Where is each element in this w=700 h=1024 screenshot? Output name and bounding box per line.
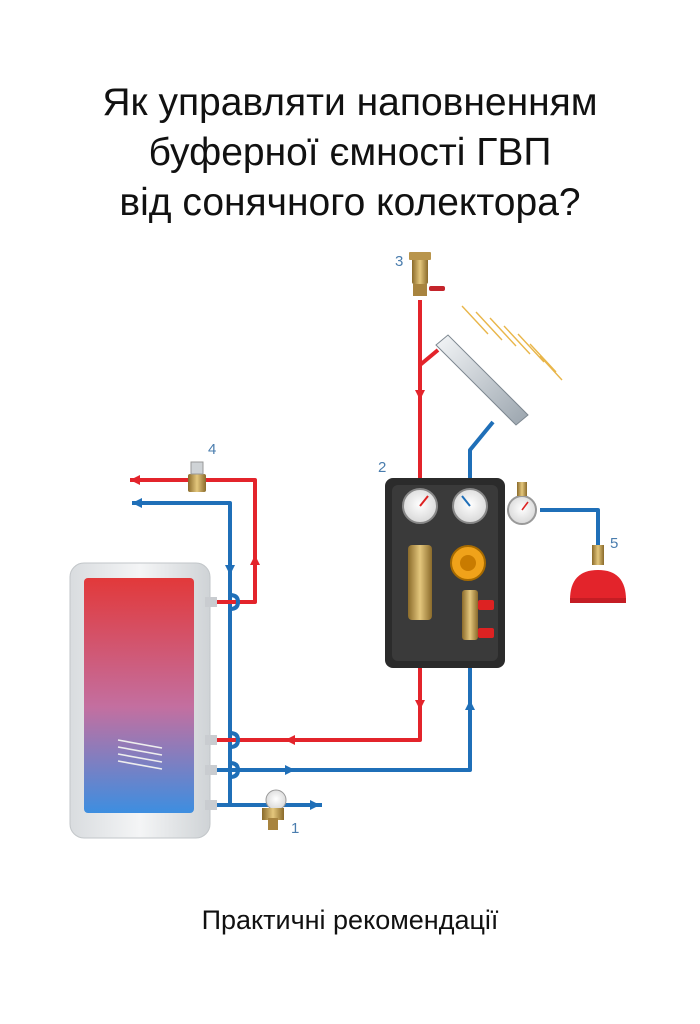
storage-tank — [69, 562, 217, 839]
arrow-up-return — [465, 700, 475, 710]
solar-pump-station — [385, 478, 505, 668]
expansion-vessel — [570, 545, 626, 603]
tank-coil — [117, 739, 163, 770]
air-vent-valve — [409, 252, 445, 296]
title-line-3: від сонячного колектора? — [119, 181, 581, 225]
flow-meter — [408, 545, 432, 620]
circulation-pump — [450, 545, 486, 581]
thermostatic-mixing-valve — [188, 461, 206, 492]
inlet-safety-group — [262, 789, 287, 830]
subtitle: Практичні рекомендації — [201, 905, 499, 935]
temperature-gauge-right — [452, 488, 488, 524]
solar-collector — [435, 305, 563, 426]
callout-1: 1 — [291, 820, 299, 837]
title-line-2: буферної ємності ГВП — [148, 131, 552, 175]
arrow-right-coil — [285, 765, 295, 775]
arrow-left-coil — [285, 735, 295, 745]
arrow-left-hot — [130, 475, 140, 485]
callout-2: 2 — [378, 459, 386, 476]
pressure-gauge — [507, 482, 537, 525]
title-line-1: Як управляти наповненням — [102, 81, 598, 125]
arrow-down-station — [415, 700, 425, 710]
callout-5: 5 — [610, 535, 618, 552]
flow-arrows — [130, 390, 475, 810]
temperature-gauge-left — [402, 488, 438, 524]
arrow-down-collector — [415, 390, 425, 400]
sun-rays-icon — [461, 305, 563, 381]
arrow-left-cold — [132, 498, 142, 508]
arrow-right-inlet — [310, 800, 320, 810]
return-valve — [462, 590, 478, 640]
callout-4: 4 — [208, 441, 216, 458]
pipe-crossings — [229, 593, 241, 779]
arrow-up-hot — [250, 555, 260, 565]
page-title: Як управляти наповненням буферної ємност… — [0, 78, 700, 228]
callout-3: 3 — [395, 253, 403, 270]
arrow-down-cold — [225, 565, 235, 575]
